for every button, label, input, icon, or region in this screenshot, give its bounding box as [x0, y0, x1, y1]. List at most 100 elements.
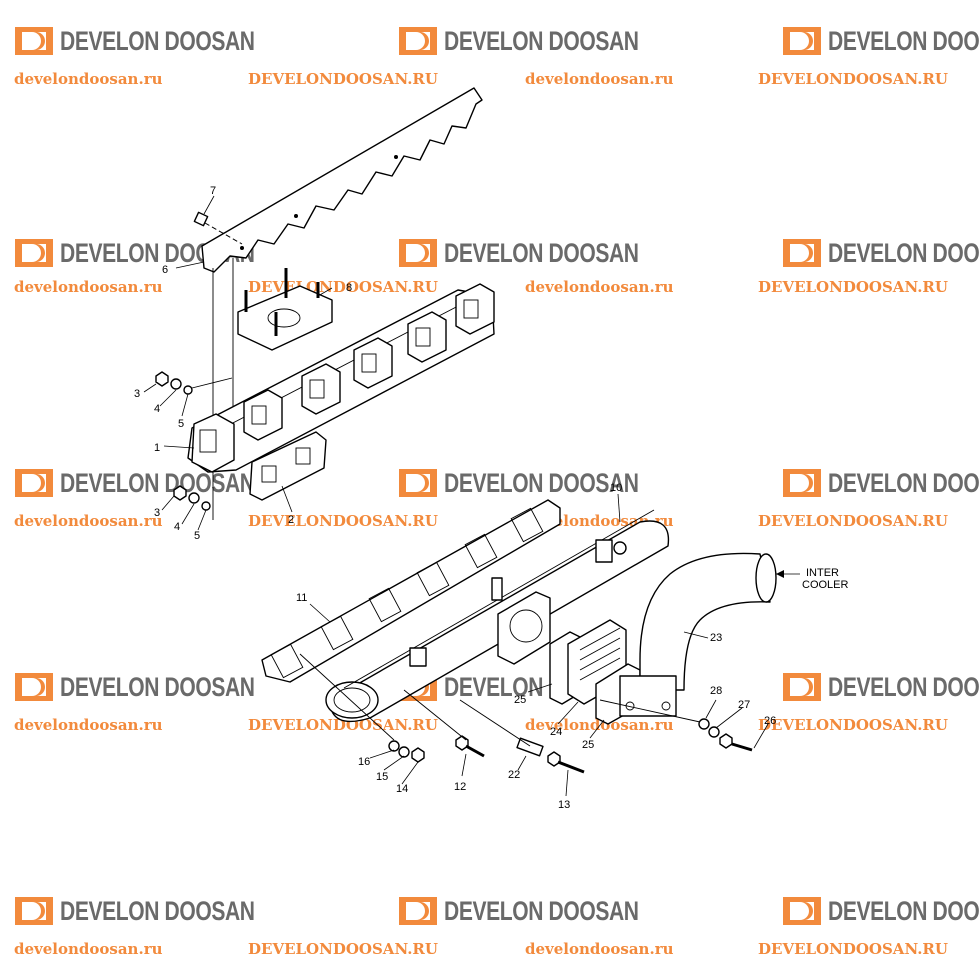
watermark-logo: DEVELON DOOSAN	[14, 466, 310, 500]
assembly-lines	[299, 653, 701, 747]
watermark-site: develondoosan.ru	[525, 278, 674, 296]
shield-bolt	[193, 211, 243, 245]
callout-27: 27	[738, 699, 750, 711]
watermark-site: develondoosan.ru	[525, 716, 674, 734]
watermark-logo: DEVELON DOOSAN	[398, 894, 694, 928]
callout-11: 11	[296, 592, 307, 604]
watermark-logo: DEVELON DOOSAN	[398, 236, 694, 270]
fastener-set-lower	[173, 485, 211, 511]
watermark-brand: DEVELON DOOSAN	[60, 25, 255, 56]
callout-26: 26	[764, 715, 776, 727]
watermark-brand: DEVELON DOOSAN	[444, 25, 639, 56]
watermark-logo: DEVELON DOOSAN	[398, 24, 694, 58]
watermark-logo: DEVELON DOOSAN	[398, 466, 694, 500]
watermark-logo: DEVELON DOOSAN	[782, 236, 980, 270]
watermark-logo: DEVELON DOOSAN	[14, 24, 310, 58]
callout-4: 4	[174, 521, 180, 533]
callout-2: 2	[288, 514, 294, 526]
callout-15: 15	[376, 771, 388, 783]
callout-leaders	[143, 195, 769, 797]
intercooler-pipe	[619, 552, 777, 717]
brand-mark-icon	[15, 673, 53, 701]
callout-25: 25	[582, 739, 594, 751]
watermark-brand: DEVELON DOOSAN	[60, 671, 255, 702]
watermark-site: DEVELONDOOSAN.RU	[758, 278, 948, 296]
callout-14: 14	[396, 783, 408, 795]
manifold-gasket	[249, 431, 327, 501]
callout-24: 24	[550, 726, 562, 738]
intercooler-label-line2: COOLER	[802, 579, 849, 591]
callout-5: 5	[178, 418, 184, 430]
watermark-site: DEVELONDOOSAN.RU	[248, 716, 438, 734]
callout-10: 10	[610, 482, 622, 494]
watermark-logo: DEVELON DOOSAN	[782, 670, 980, 704]
callout-7: 7	[210, 185, 216, 197]
callout-5: 5	[194, 530, 200, 542]
callout-13: 13	[558, 799, 570, 811]
watermark-logo: DEVELON DOOSAN	[782, 24, 980, 58]
watermark-site: DEVELONDOOSAN.RU	[758, 940, 948, 958]
heat-shield	[201, 87, 483, 273]
callout-1: 1	[154, 442, 160, 454]
brand-mark-icon	[783, 469, 821, 497]
intercooler-label-line1: INTER	[806, 567, 839, 579]
brand-mark-icon	[783, 897, 821, 925]
brand-mark-icon	[399, 897, 437, 925]
watermark-brand: DEVELON DOOSAN	[828, 25, 980, 56]
watermark-logo: DEVELON DOOSAN	[14, 670, 310, 704]
watermark-site: develondoosan.ru	[525, 70, 674, 88]
callout-22: 22	[508, 769, 520, 781]
brand-mark-icon	[783, 673, 821, 701]
watermark-logo: DEVELON DOOSAN	[14, 894, 310, 928]
watermark-logo: DEVELON DOOSAN	[782, 894, 980, 928]
watermark-site: DEVELONDOOSAN.RU	[248, 70, 438, 88]
callout-labels: 7 6 8 3 4 5 1 2 3 4 5 10 11 12 13 14 15 …	[134, 185, 849, 811]
watermark-brand: DEVELON DOOSAN	[444, 237, 639, 268]
watermark-brand: DEVELON DOOSAN	[828, 467, 980, 498]
watermark-site: develondoosan.ru	[14, 278, 163, 296]
intake-gasket	[261, 499, 561, 683]
brand-mark-icon	[15, 239, 53, 267]
callout-3: 3	[154, 507, 160, 519]
callout-4: 4	[154, 403, 160, 415]
watermark-brand: DEVELON DOOSAN	[828, 237, 980, 268]
watermark-site: develondoosan.ru	[14, 940, 163, 958]
brand-mark-icon	[783, 27, 821, 55]
watermark-site: develondoosan.ru	[14, 512, 163, 530]
brand-mark-icon	[15, 469, 53, 497]
watermark-brand: DEVELON DOOSAN	[444, 895, 639, 926]
callout-23: 23	[710, 632, 722, 644]
brand-mark-icon	[783, 239, 821, 267]
arrow-head-icon	[776, 570, 784, 578]
fastener-set-upper	[155, 371, 233, 395]
brand-mark-icon	[399, 27, 437, 55]
watermark-brand: DEVELON DOOSAN	[60, 467, 255, 498]
watermark-site: develondoosan.ru	[14, 70, 163, 88]
callout-28: 28	[710, 685, 722, 697]
brand-mark-icon	[399, 239, 437, 267]
watermark-site: DEVELONDOOSAN.RU	[758, 70, 948, 88]
callout-12: 12	[454, 781, 466, 793]
fastener-set-bottom	[388, 718, 753, 774]
exhaust-manifold	[187, 268, 495, 473]
intake-manifold	[325, 509, 670, 723]
callout-8: 8	[346, 282, 352, 294]
watermark-site: DEVELONDOOSAN.RU	[758, 512, 948, 530]
brand-mark-icon	[15, 27, 53, 55]
watermark-brand: DEVELON DOOSAN	[60, 895, 255, 926]
brand-mark-icon	[15, 897, 53, 925]
watermark-logo: DEVELON DOOSAN	[782, 466, 980, 500]
watermark-brand: DEVELON DOOSAN	[444, 467, 639, 498]
watermark-site: develondoosan.ru	[525, 940, 674, 958]
brand-mark-icon	[399, 469, 437, 497]
callout-6: 6	[162, 264, 168, 276]
callout-25: 25	[514, 694, 526, 706]
watermark-site: develondoosan.ru	[14, 716, 163, 734]
callout-3: 3	[134, 388, 140, 400]
watermark-brand: DEVELON DOOSAN	[828, 895, 980, 926]
watermark-site: DEVELONDOOSAN.RU	[248, 512, 438, 530]
callout-16: 16	[358, 756, 370, 768]
watermark-site: DEVELONDOOSAN.RU	[248, 940, 438, 958]
watermark-site: DEVELONDOOSAN.RU	[758, 716, 948, 734]
